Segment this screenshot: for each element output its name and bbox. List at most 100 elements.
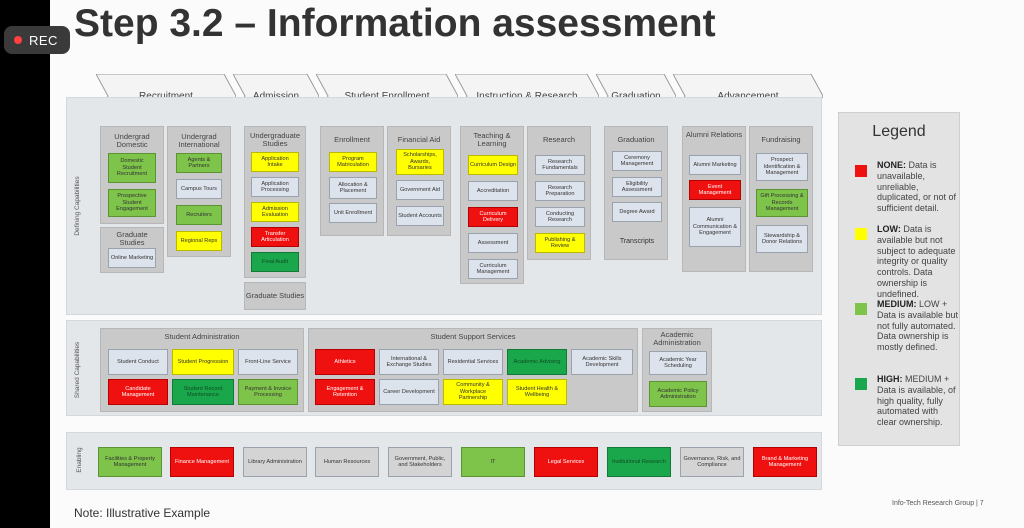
capability-cell: Government Aid xyxy=(396,180,444,200)
group-graduate-studies-recruitment: Graduate Studies Online Marketing xyxy=(100,227,164,273)
group-alumni-relations: Alumni Relations Alumni Marketing Event … xyxy=(682,126,746,272)
legend: Legend NONE: Data is unavailable, unreli… xyxy=(838,112,960,446)
enabling-cell: IT xyxy=(461,447,525,477)
capability-cell: Alumni Marketing xyxy=(689,155,741,175)
capability-cell: Final Audit xyxy=(251,252,299,272)
group-undergrad-international: Undergrad International Agents & Partner… xyxy=(167,126,231,257)
capability-cell: Academic Skills Development xyxy=(571,349,633,375)
enabling-cell: Institutional Research xyxy=(607,447,671,477)
group-fundraising: Fundraising Prospect Identification & Ma… xyxy=(749,126,813,272)
capability-cell: Scholarships, Awards, Bursaries xyxy=(396,149,444,175)
capability-cell: Assessment xyxy=(468,233,518,253)
stage-label: Instruction & Research xyxy=(476,90,578,102)
capability-cell: Student Record Maintenance xyxy=(172,379,234,405)
capability-cell: Domestic Student Recruitment xyxy=(108,153,156,183)
legend-swatch-low xyxy=(855,228,867,240)
capability-cell: Candidate Management xyxy=(108,379,168,405)
enabling-cell: Library Administration xyxy=(243,447,307,477)
recording-label: REC xyxy=(29,32,58,48)
legend-item-high: HIGH: MEDIUM + Data is available, of hig… xyxy=(877,374,956,428)
enabling-cell: Governance, Risk, and Compliance xyxy=(680,447,744,477)
capability-cell: Unit Enrollment xyxy=(329,203,377,223)
capability-cell: Front-Line Service xyxy=(238,349,298,375)
capability-cell: Career Development xyxy=(379,379,439,405)
capability-cell: Student Progression xyxy=(172,349,234,375)
stage-label: Advancement xyxy=(717,90,779,102)
capability-cell: Community & Workplace Partnership xyxy=(443,379,503,405)
capability-cell: Accreditation xyxy=(468,181,518,201)
capability-cell: Academic Year Scheduling xyxy=(649,351,707,375)
group-graduation: Graduation Ceremony Management Eligibili… xyxy=(604,126,668,260)
capability-cell: Eligibility Assessment xyxy=(612,177,662,197)
legend-swatch-none xyxy=(855,165,867,177)
capability-cell: Transcripts xyxy=(619,237,655,245)
capability-cell: Degree Award xyxy=(612,202,662,222)
capability-cell: Conducting Research xyxy=(535,207,585,227)
capability-cell: Gift Processing & Records Management xyxy=(756,189,808,217)
illustrative-note: Note: Illustrative Example xyxy=(74,506,211,520)
enabling-cell: Legal Services xyxy=(534,447,598,477)
group-undergraduate-studies: Undergraduate Studies Application Intake… xyxy=(244,126,306,278)
row-label-shared: Shared Capabilities xyxy=(74,341,81,399)
group-financial-aid: Financial Aid Scholarships, Awards, Burs… xyxy=(387,126,451,236)
capability-cell: Campus Tours xyxy=(176,179,222,199)
capability-cell: Alumni Communication & Engagement xyxy=(689,207,741,247)
stage-label: Graduation xyxy=(611,90,661,102)
capability-cell: Payment & Invoice Processing xyxy=(238,379,298,405)
enabling-cell: Brand & Marketing Management xyxy=(753,447,817,477)
legend-item-medium: MEDIUM: LOW + Data is available but not … xyxy=(877,299,959,353)
capability-cell: Prospect Identification & Management xyxy=(756,153,808,181)
group-teaching-learning: Teaching & Learning Curriculum Design Ac… xyxy=(460,126,524,284)
capability-cell: Research Fundamentals xyxy=(535,155,585,175)
capability-cell: Prospective Student Engagement xyxy=(108,189,156,217)
capability-cell: Recruiters xyxy=(176,205,222,225)
enabling-cell: Human Resources xyxy=(315,447,379,477)
capability-cell: Admission Evaluation xyxy=(251,202,299,222)
legend-swatch-medium xyxy=(855,303,867,315)
capability-cell: Student Conduct xyxy=(108,349,168,375)
capability-cell: Curriculum Design xyxy=(468,155,518,175)
capability-cell: International & Exchange Studies xyxy=(379,349,439,375)
capability-cell: Academic Policy Administration xyxy=(649,381,707,407)
group-enrollment: Enrollment Program Matriculation Allocat… xyxy=(320,126,384,236)
row-label-defining: Defining Capabilities xyxy=(74,176,81,236)
group-graduate-studies-admission: Graduate Studies xyxy=(244,282,306,310)
stage-label: Recruitment xyxy=(139,90,193,102)
capability-cell: Event Management xyxy=(689,180,741,200)
group-academic-administration: Academic Administration Academic Year Sc… xyxy=(642,328,712,412)
capability-cell: Student Accounts xyxy=(396,206,444,226)
capability-cell: Allocation & Placement xyxy=(329,177,377,199)
group-undergrad-domestic: Undergrad Domestic Domestic Student Recr… xyxy=(100,126,164,224)
capability-cell: Online Marketing xyxy=(108,248,156,268)
legend-item-none: NONE: Data is unavailable, unreliable, d… xyxy=(877,160,957,214)
row-label-enabling: Enabling xyxy=(76,447,83,473)
enabling-cell: Facilities & Property Management xyxy=(98,447,162,477)
capability-cell: Research Preparation xyxy=(535,181,585,201)
legend-swatch-high xyxy=(855,378,867,390)
capability-cell: Athletics xyxy=(315,349,375,375)
group-student-support-services: Student Support Services Athletics Inter… xyxy=(308,328,638,412)
enabling-cell: Finance Management xyxy=(170,447,234,477)
capability-cell: Stewardship & Donor Relations xyxy=(756,225,808,253)
capability-cell: Publishing & Review xyxy=(535,233,585,253)
capability-cell: Engagement & Retention xyxy=(315,379,375,405)
record-dot-icon xyxy=(14,36,22,44)
group-research: Research Research Fundamentals Research … xyxy=(527,126,591,260)
footer-credit: Info-Tech Research Group | 7 xyxy=(892,500,984,507)
capability-cell: Program Matriculation xyxy=(329,152,377,172)
stage-label: Admission xyxy=(252,90,300,102)
stage-label: Student Enrollment xyxy=(344,90,430,102)
capability-cell: Agents & Partners xyxy=(176,153,222,173)
group-student-administration: Student Administration Student Conduct S… xyxy=(100,328,304,412)
capability-cell: Residential Services xyxy=(443,349,503,375)
capability-cell: Academic Advising xyxy=(507,349,567,375)
capability-cell: Ceremony Management xyxy=(612,151,662,171)
legend-item-low: LOW: Data is available but not subject t… xyxy=(877,224,956,299)
legend-title: Legend xyxy=(872,123,926,140)
capability-cell: Regional Reps xyxy=(176,231,222,251)
slide: Step 3.2 – Information assessment Recrui… xyxy=(50,0,1024,528)
capability-cell: Application Processing xyxy=(251,177,299,197)
recording-indicator[interactable]: REC xyxy=(4,26,70,54)
enabling-cell: Government, Public, and Stakeholders xyxy=(388,447,452,477)
capability-cell: Curriculum Management xyxy=(468,259,518,279)
